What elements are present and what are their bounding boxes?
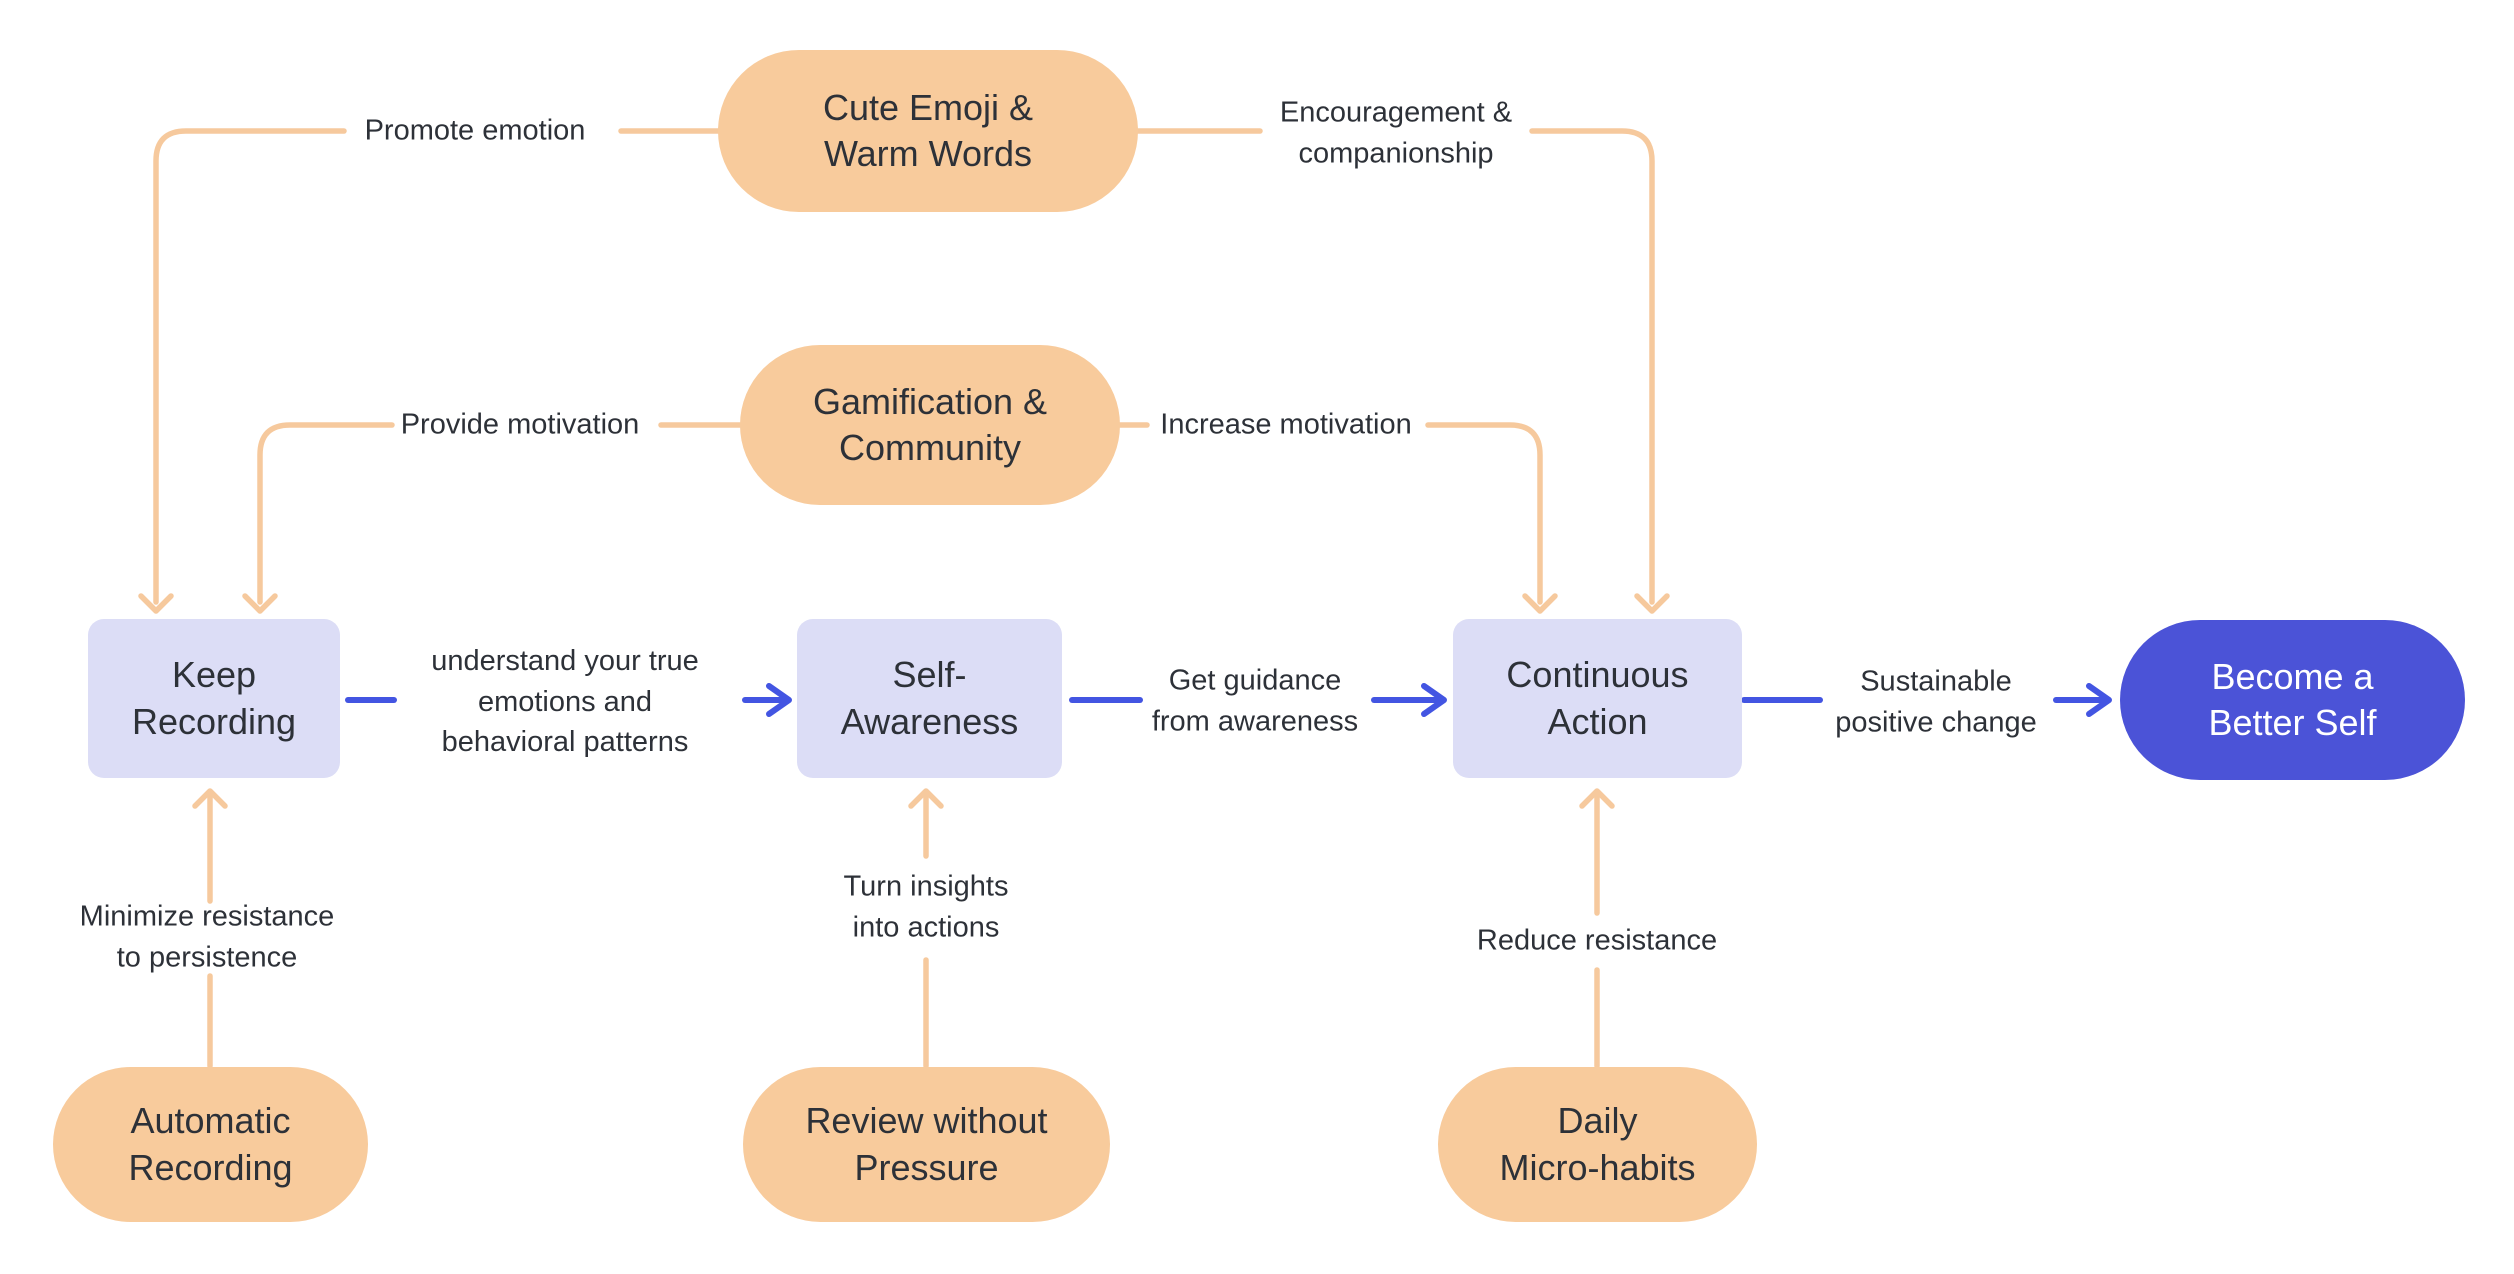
edge-cute-emoji-to-continuous-action-seg2 (1529, 128, 1655, 605)
edge-gamification-to-continuous-action-seg2 (1425, 422, 1543, 605)
edge-automatic-recording-to-keep-recording-arrowhead (192, 788, 228, 809)
edge-review-to-self-awareness-arrowhead (908, 788, 944, 809)
node-become-a-better-self: Become a Better Self (2120, 620, 2465, 780)
edge-label-get-guidance: Get guidance from awareness (1151, 664, 1359, 737)
node-review-without-pressure: Review without Pressure (743, 1067, 1110, 1222)
edge-label-minimize-resistance: Minimize resistance to persistence (79, 900, 335, 973)
edge-label-encouragement-companionship: Encouragement & companionship (1279, 96, 1513, 169)
node-automatic-recording: Automatic Recording (53, 1067, 368, 1222)
edge-gamification-to-keep-recording-arrowhead (242, 593, 278, 614)
edge-label-reduce-resistance: Reduce resistance (1476, 924, 1718, 957)
edge-continuous-action-to-become-better-self-arrowhead (2086, 683, 2112, 717)
node-self-awareness: Self- Awareness (797, 619, 1062, 778)
node-keep-recording: Keep Recording (88, 619, 340, 778)
node-continuous-action: Continuous Action (1453, 619, 1742, 778)
edge-daily-micro-habits-to-continuous-action-arrowhead (1579, 788, 1615, 809)
edge-label-sustainable-positive-change: Sustainable positive change (1835, 665, 2037, 738)
edge-label-turn-insights: Turn insights into actions (843, 870, 1009, 943)
edge-gamification-to-continuous-action-arrowhead (1522, 593, 1558, 614)
edge-label-provide-motivation: Provide motivation (400, 408, 640, 441)
edge-gamification-to-keep-recording-seg2 (257, 422, 395, 605)
node-cute-emoji-warm-words: Cute Emoji & Warm Words (718, 50, 1138, 212)
node-daily-micro-habits: Daily Micro-habits (1438, 1067, 1757, 1222)
edge-cute-emoji-to-keep-recording-seg2 (153, 128, 347, 605)
edge-label-promote-emotion: Promote emotion (364, 114, 586, 147)
edge-keep-recording-to-self-awareness-arrowhead (766, 683, 792, 717)
edge-label-increase-motivation: Increase motivation (1160, 408, 1412, 441)
edge-cute-emoji-to-continuous-action-arrowhead (1634, 593, 1670, 614)
edge-cute-emoji-to-keep-recording-arrowhead (138, 593, 174, 614)
edge-self-awareness-to-continuous-action-arrowhead (1421, 683, 1447, 717)
edge-label-understand-patterns: understand your true emotions and behavi… (431, 645, 699, 759)
node-gamification-community: Gamification & Community (740, 345, 1120, 505)
